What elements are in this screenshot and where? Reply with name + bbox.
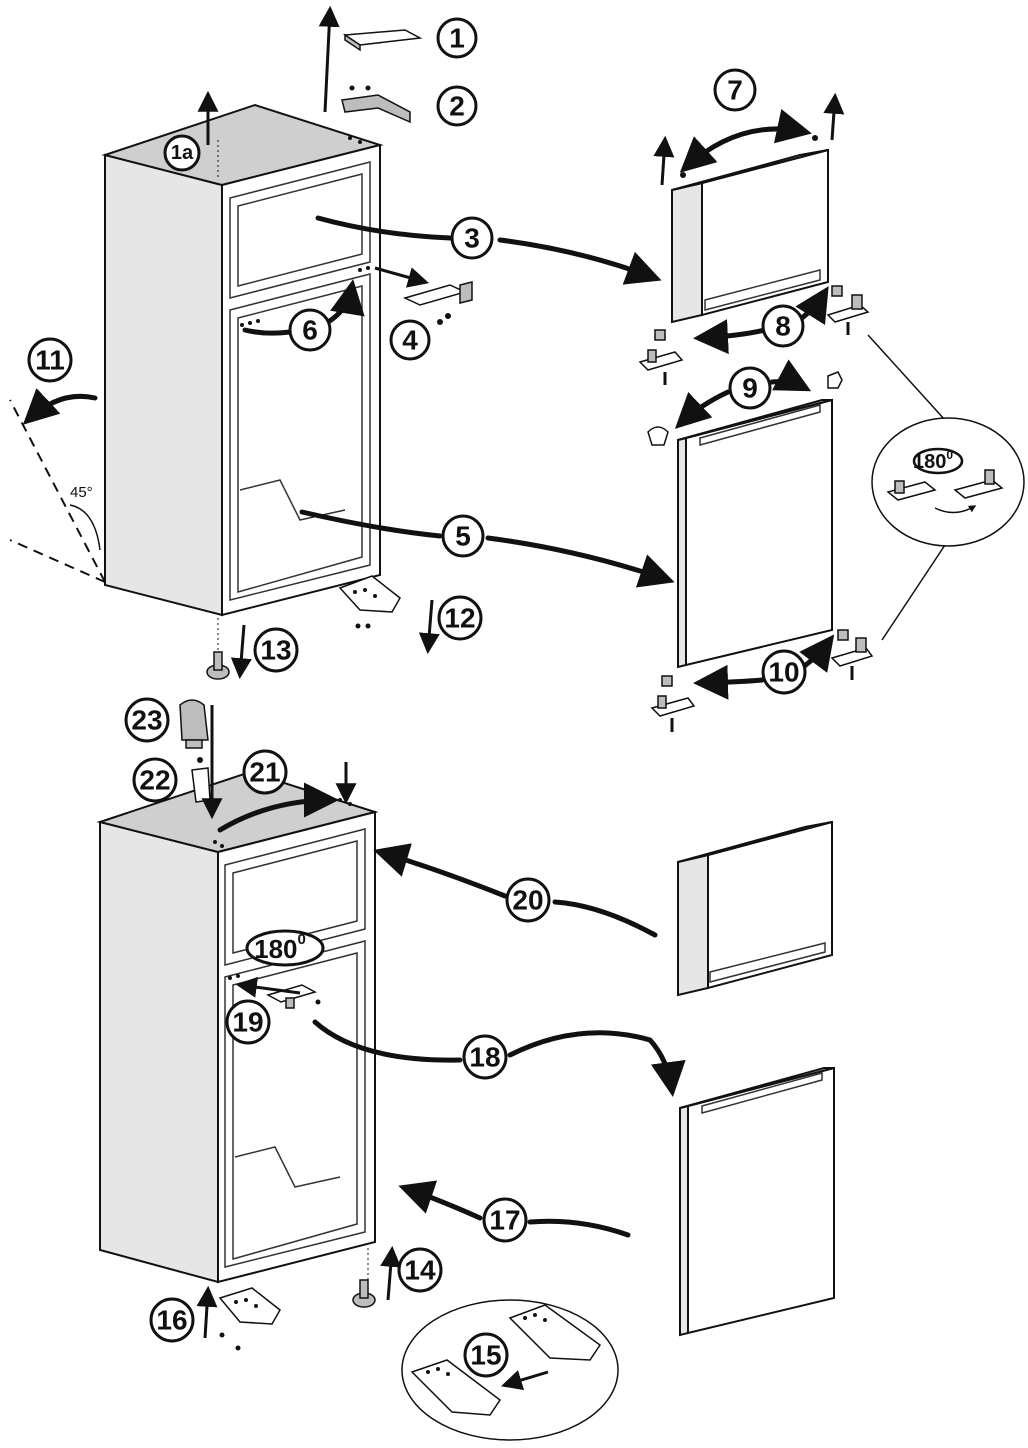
svg-text:2: 2 <box>449 91 465 122</box>
step-1-label: 1 <box>436 17 478 59</box>
svg-text:20: 20 <box>512 885 543 916</box>
step-18-label: 18 <box>462 1034 508 1080</box>
svg-text:10: 10 <box>768 657 799 688</box>
adjustable-foot-part <box>206 618 252 680</box>
step-16-label: 16 <box>149 1297 195 1343</box>
svg-text:4: 4 <box>402 325 418 356</box>
svg-text:17: 17 <box>489 1205 520 1236</box>
svg-text:8: 8 <box>775 311 791 342</box>
rotation-detail-circle: 1800 <box>867 334 1025 641</box>
arrow-step-8 <box>700 292 825 338</box>
arrow-step-17 <box>405 1188 631 1238</box>
arrow-step-21 <box>217 782 339 833</box>
freezer-door-removed <box>671 135 829 324</box>
svg-text:11: 11 <box>35 345 65 376</box>
step-15-label: 15 <box>463 1332 509 1378</box>
svg-text:23: 23 <box>131 705 162 736</box>
svg-text:18: 18 <box>469 1042 500 1073</box>
arrow-step-3 <box>315 215 655 278</box>
step-5-label: 5 <box>441 514 485 558</box>
step-2-label: 2 <box>436 85 478 127</box>
arrow-step-9 <box>680 382 805 424</box>
step-9-label: 9 <box>728 366 772 410</box>
fridge-door-reinstall <box>679 1066 835 1337</box>
step-19-label: 19 <box>225 999 271 1045</box>
rotation-label-180: 1800 <box>245 929 325 967</box>
step-23-label: 23 <box>124 697 170 743</box>
svg-text:21: 21 <box>249 757 280 788</box>
svg-text:9: 9 <box>742 373 758 404</box>
step-4-label: 4 <box>389 319 431 361</box>
svg-text:13: 13 <box>260 635 291 666</box>
freezer-door-reinstall <box>677 820 833 997</box>
step-21-label: 21 <box>242 749 288 795</box>
top-hinge-reinstall-part <box>191 757 211 803</box>
bottom-hinge-reinstall-part <box>196 1285 281 1351</box>
tilt-angle-label: 45° <box>70 484 93 501</box>
svg-text:12: 12 <box>444 603 475 634</box>
handle-cap-part <box>179 699 209 749</box>
step-6-label: 6 <box>288 308 332 352</box>
svg-text:1a: 1a <box>171 142 194 164</box>
svg-text:22: 22 <box>139 765 170 796</box>
svg-text:14: 14 <box>404 1255 436 1286</box>
svg-text:19: 19 <box>232 1007 263 1038</box>
svg-text:7: 7 <box>727 75 743 106</box>
svg-text:3: 3 <box>464 223 480 254</box>
fridge-door-removed <box>647 371 843 669</box>
arrow-step-7 <box>679 109 812 173</box>
step-14-label: 14 <box>397 1247 443 1293</box>
step-7-label: 7 <box>713 68 757 112</box>
middle-hinge-reinstall-part <box>235 976 321 1009</box>
svg-text:1800: 1800 <box>254 931 306 965</box>
top-hinge-plate-part <box>341 85 411 124</box>
svg-text:15: 15 <box>470 1340 501 1371</box>
adjustable-foot-reinstall-part <box>352 1245 402 1308</box>
svg-text:1: 1 <box>449 23 465 54</box>
arrow-step-5 <box>299 509 668 580</box>
step-13-label: 13 <box>253 627 299 673</box>
step-12-label: 12 <box>437 595 483 641</box>
step-20-label: 20 <box>505 877 551 923</box>
step-11-label: 11 <box>27 337 73 383</box>
step-22-label: 22 <box>132 757 178 803</box>
step-10-label: 10 <box>761 649 807 695</box>
arrow-step-20 <box>380 852 658 938</box>
svg-text:5: 5 <box>455 521 471 552</box>
arrow-step-6 <box>242 286 352 336</box>
step-1a-label: 1a <box>163 134 201 172</box>
svg-text:16: 16 <box>156 1305 187 1336</box>
top-hinge-cover-part <box>318 5 423 113</box>
step-3-label: 3 <box>450 216 494 260</box>
step-8-label: 8 <box>761 304 805 348</box>
fridge-top-view <box>101 103 384 617</box>
middle-hinge-part <box>374 266 473 325</box>
svg-text:6: 6 <box>302 315 318 346</box>
tilt-indicator: 45° <box>9 388 106 583</box>
step-17-label: 17 <box>482 1197 528 1243</box>
arrow-step-18 <box>312 1019 672 1090</box>
bottom-hinge-part <box>338 575 440 655</box>
hinge-swap-detail-circle <box>401 1299 619 1441</box>
rotation-detail-label: 1800 <box>913 448 953 473</box>
